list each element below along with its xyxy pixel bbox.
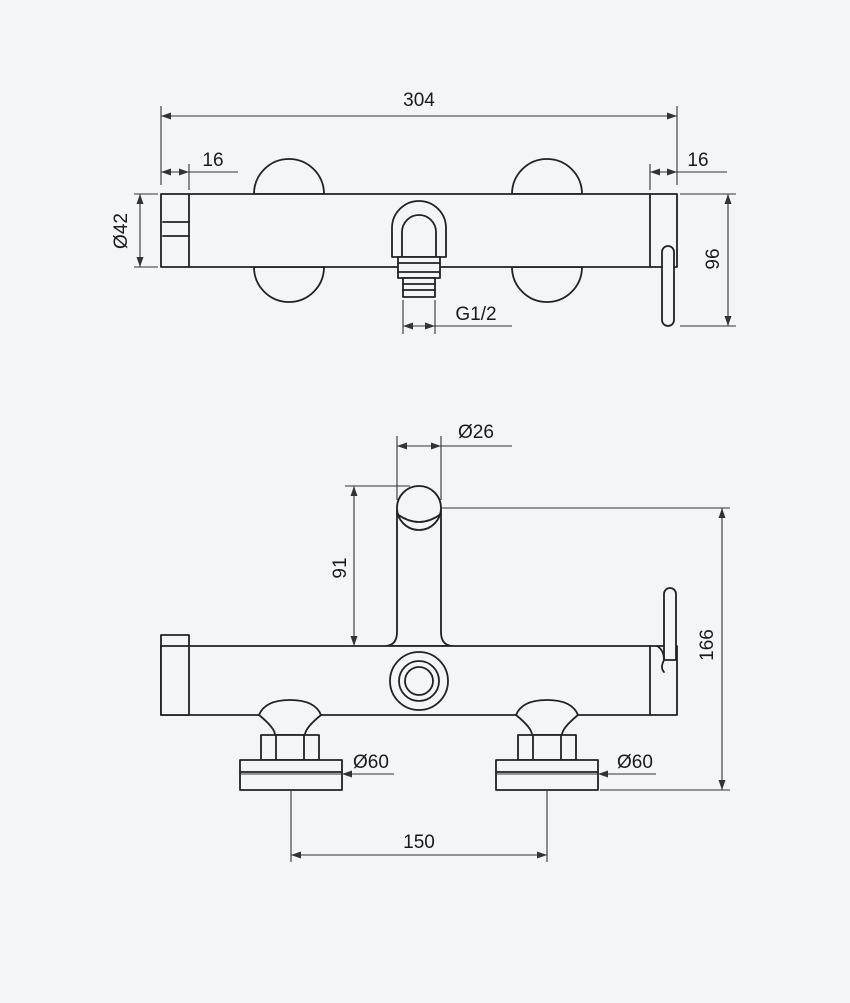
top-spout-nut: [397, 256, 441, 279]
dim-right-flange: Ø60: [617, 752, 653, 773]
dim-total-height: 166: [697, 629, 718, 661]
dim-left-end: 16: [202, 150, 223, 171]
top-view: [160, 158, 678, 327]
front-lever: [663, 587, 677, 661]
top-spout: [391, 200, 447, 258]
dim-overall-length: 304: [403, 90, 435, 111]
left-connector: [258, 699, 322, 736]
right-wall-disc: [511, 158, 583, 303]
left-wall-disc: [253, 158, 325, 303]
top-lever: [661, 245, 675, 327]
front-view: [160, 485, 678, 791]
dim-left-flange: Ø60: [353, 752, 389, 773]
dim-depth: 96: [703, 248, 724, 269]
left-nut: [260, 734, 320, 761]
dim-spout-diameter: Ø26: [458, 422, 494, 443]
top-view-dimensions: 304 16 16 Ø42 96 G1/2: [111, 90, 736, 334]
left-flange: [239, 759, 343, 791]
dim-spout-height: 91: [330, 557, 351, 578]
right-connector: [515, 699, 579, 736]
right-flange: [495, 759, 599, 791]
top-thread: [402, 277, 436, 298]
dim-thread: G1/2: [455, 304, 496, 325]
dim-body-diameter: Ø42: [111, 213, 132, 249]
dim-center-distance: 150: [403, 832, 435, 853]
dim-right-end: 16: [687, 150, 708, 171]
right-nut: [517, 734, 577, 761]
front-view-dimensions: Ø26 91 166 Ø60 Ø60 150: [240, 422, 730, 862]
spout-outlet: [396, 485, 442, 531]
left-cap: [160, 634, 190, 716]
